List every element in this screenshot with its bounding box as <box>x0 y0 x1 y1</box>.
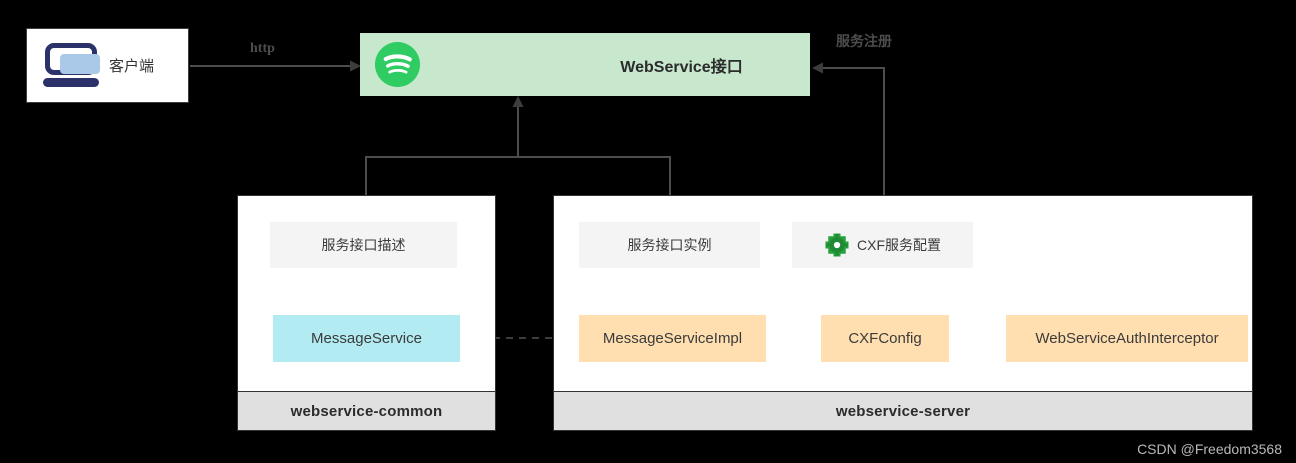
class-label: MessageServiceImpl <box>602 330 743 347</box>
client-node: 客户端 <box>26 28 189 103</box>
class-webservice-auth-interceptor: WebServiceAuthInterceptor <box>1006 315 1248 362</box>
note-cxf-service-config: CXF服务配置 <box>792 222 973 268</box>
class-cxf-config: CXFConfig <box>821 315 949 362</box>
webservice-interface-title: WebService接口 <box>620 58 743 76</box>
spotify-icon <box>374 41 421 88</box>
note-service-interface-instance: 服务接口实例 <box>579 222 760 268</box>
gear-icon <box>825 233 849 257</box>
module-footer-label: webservice-server <box>835 402 971 420</box>
note-label: 服务接口实例 <box>627 237 712 253</box>
note-label: 服务接口描述 <box>321 237 406 253</box>
module-webservice-server: 服务接口实例 CXF服务配置 MessageSer <box>553 195 1253 431</box>
class-message-service: MessageService <box>273 315 460 362</box>
module-footer-label: webservice-common <box>290 402 443 420</box>
edge-label-service-register: 服务注册 <box>836 33 892 49</box>
watermark: CSDN @Freedom3568 <box>1137 441 1282 457</box>
edge-label-http: http <box>250 41 275 56</box>
edge-http <box>190 60 361 72</box>
module-webservice-common: 服务接口描述 MessageService webservice-common <box>237 195 496 431</box>
laptop-icon <box>41 42 103 89</box>
edge-modules-to-webservice <box>365 96 671 196</box>
class-label: CXFConfig <box>848 330 922 347</box>
webservice-interface-node: WebService接口 <box>360 33 810 96</box>
module-footer-webservice-server: webservice-server <box>554 391 1252 430</box>
class-message-service-impl: MessageServiceImpl <box>579 315 766 362</box>
class-label: MessageService <box>311 330 422 347</box>
edge-service-register <box>812 62 885 196</box>
client-label: 客户端 <box>109 58 155 75</box>
note-label: CXF服务配置 <box>857 237 941 253</box>
class-label: WebServiceAuthInterceptor <box>1035 330 1219 347</box>
module-footer-webservice-common: webservice-common <box>238 391 495 430</box>
note-service-interface-description: 服务接口描述 <box>270 222 457 268</box>
